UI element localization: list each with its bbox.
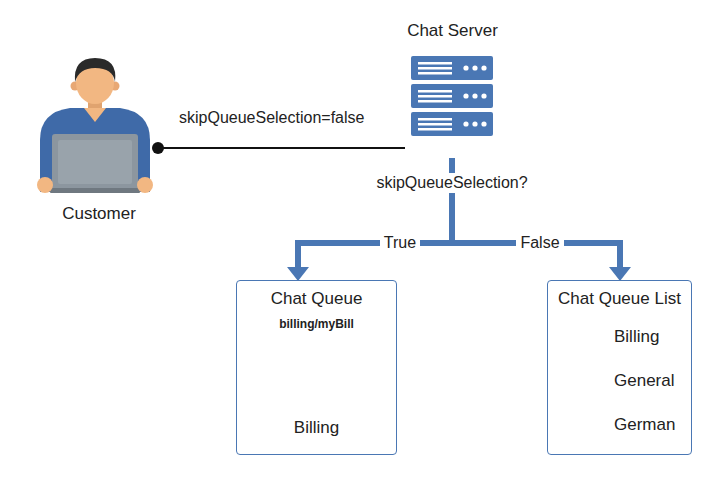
edge-label: skipQueueSelection=false bbox=[175, 108, 368, 127]
node-text: billing/myBill bbox=[237, 317, 396, 332]
node-text: German bbox=[614, 414, 675, 435]
edge-label: False bbox=[516, 233, 563, 252]
connector bbox=[452, 158, 620, 267]
customer-figure bbox=[37, 58, 153, 193]
queue-box: Chat Queue billing/myBillBilling bbox=[236, 280, 397, 455]
node-title: Chat Queue List bbox=[548, 288, 691, 309]
edge-label: True bbox=[380, 233, 420, 252]
node-title: Chat Server bbox=[405, 20, 500, 41]
node-title: Chat Queue bbox=[237, 288, 396, 309]
connector bbox=[298, 158, 452, 267]
actor-figure: Customer bbox=[40, 40, 158, 225]
decision-label: skipQueueSelection? bbox=[372, 173, 531, 192]
node-title: Customer bbox=[40, 203, 158, 224]
connector bbox=[158, 147, 405, 149]
queue-list-box: Chat Queue ListBillingGeneralGerman bbox=[547, 280, 692, 455]
server-node: Chat Server bbox=[405, 18, 500, 158]
node-text: Billing bbox=[237, 417, 396, 438]
server-icon bbox=[411, 56, 493, 136]
node-text: Billing bbox=[614, 326, 659, 347]
node-text: General bbox=[614, 370, 674, 391]
